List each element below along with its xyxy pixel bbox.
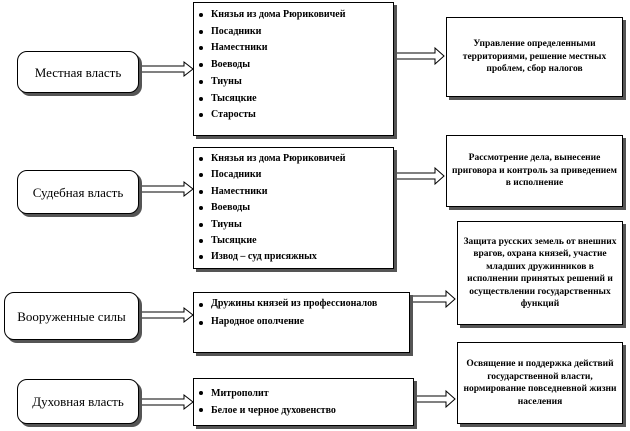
list-item: Тысяцкие — [199, 91, 387, 108]
category-label: Вооруженные силы — [17, 308, 126, 324]
items-box-spiritual-power: Митрополит Белое и черное духовенство — [193, 378, 414, 426]
list-item: Посадники — [199, 167, 387, 183]
list-item: Митрополит — [199, 385, 407, 402]
arrow-label-to-items-1 — [138, 60, 194, 78]
arrow-items-to-result-1 — [393, 46, 445, 66]
items-box-armed-forces: Дружины князей из профессионалов Народно… — [193, 292, 410, 353]
list-item: Тиуны — [199, 74, 387, 91]
list-item: Князья из дома Рюриковичей — [199, 7, 387, 24]
result-box-local-power: Управление определенными территориями, р… — [446, 17, 623, 97]
list-item: Старосты — [199, 107, 387, 124]
arrow-items-to-result-3 — [409, 289, 456, 309]
arrow-label-to-items-2 — [138, 180, 194, 198]
list-item: Воеводы — [199, 200, 387, 216]
category-local-power: Местная власть — [17, 51, 139, 93]
result-box-judicial-power: Рассмотрение дела, вынесение приговора и… — [446, 135, 623, 207]
items-list: Митрополит Белое и черное духовенство — [194, 385, 407, 419]
list-item: Извод – суд присяжных — [199, 249, 387, 265]
list-item: Наместники — [199, 184, 387, 200]
category-label: Местная власть — [34, 64, 122, 80]
category-judicial-power: Судебная власть — [17, 170, 139, 214]
list-item: Тиуны — [199, 217, 387, 233]
category-spiritual-power: Духовная власть — [17, 379, 139, 424]
result-text: Освящение и поддержка действий государст… — [463, 359, 617, 407]
list-item: Тысяцкие — [199, 233, 387, 249]
result-text: Управление определенными территориями, р… — [462, 39, 607, 75]
items-box-judicial-power: Князья из дома Рюриковичей Посадники Нам… — [193, 147, 394, 269]
list-item: Воеводы — [199, 57, 387, 74]
result-text: Рассмотрение дела, вынесение приговора и… — [452, 153, 617, 189]
items-box-local-power: Князья из дома Рюриковичей Посадники Нам… — [193, 2, 394, 136]
list-item: Дружины князей из профессионалов — [199, 297, 403, 311]
items-list: Князья из дома Рюриковичей Посадники Нам… — [194, 151, 387, 266]
category-label: Духовная власть — [32, 394, 124, 409]
category-label: Судебная власть — [32, 184, 124, 200]
list-item: Наместники — [199, 40, 387, 57]
result-text: Защита русских земель от внешних врагов,… — [463, 236, 617, 310]
items-list: Князья из дома Рюриковичей Посадники Нам… — [194, 7, 387, 124]
list-item: Князья из дома Рюриковичей — [199, 151, 387, 167]
list-item: Белое и черное духовенство — [199, 402, 407, 419]
category-armed-forces: Вооруженные силы — [4, 292, 139, 340]
arrow-label-to-items-4 — [138, 393, 194, 411]
result-box-armed-forces: Защита русских земель от внешних врагов,… — [457, 221, 623, 325]
list-item: Посадники — [199, 24, 387, 41]
list-item: Народное ополчение — [199, 315, 403, 329]
items-list: Дружины князей из профессионалов Народно… — [194, 297, 403, 328]
arrow-items-to-result-4 — [413, 389, 456, 409]
arrow-label-to-items-3 — [138, 306, 194, 324]
arrow-items-to-result-2 — [393, 166, 445, 186]
result-box-spiritual-power: Освящение и поддержка действий государст… — [457, 342, 623, 424]
